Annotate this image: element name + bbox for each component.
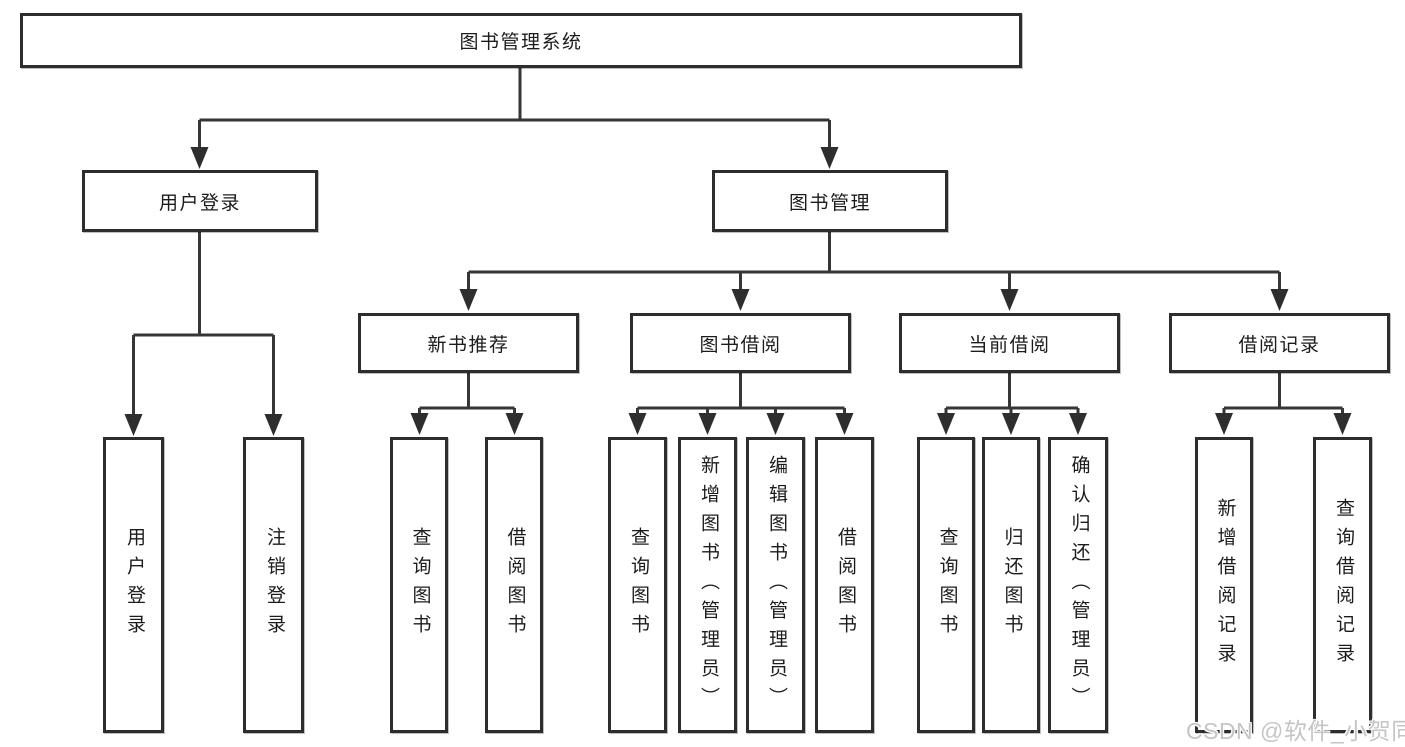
node-book-mgmt: 图书管理 bbox=[712, 170, 948, 232]
node-current-borrow: 当前借阅 bbox=[899, 313, 1120, 373]
node-cb-confirm-return-label: 确认归还（管理员） bbox=[1068, 454, 1090, 716]
node-br-add-record-label: 新增借阅记录 bbox=[1214, 498, 1236, 672]
node-cb-return-books-label: 归还图书 bbox=[1001, 527, 1023, 643]
connector-book-borrow bbox=[628, 373, 854, 435]
node-cb-query-books-label: 查询图书 bbox=[936, 527, 958, 643]
node-user-login: 用户登录 bbox=[82, 170, 318, 232]
node-login-label: 用户登录 bbox=[123, 527, 145, 643]
node-bb-edit-books-label: 编辑图书（管理员） bbox=[765, 454, 787, 716]
node-bb-add-books: 新增图书（管理员） bbox=[678, 437, 737, 733]
connector-book-mgmt bbox=[459, 232, 1289, 311]
connector-root bbox=[190, 68, 839, 169]
node-login: 用户登录 bbox=[103, 437, 164, 733]
node-book-borrow: 图书借阅 bbox=[630, 313, 851, 373]
node-logout-label: 注销登录 bbox=[263, 527, 285, 643]
connector-current-borrow bbox=[937, 373, 1087, 435]
node-nb-borrow-books: 借阅图书 bbox=[485, 437, 543, 733]
connector-borrow-records bbox=[1215, 373, 1352, 435]
node-br-query-record: 查询借阅记录 bbox=[1313, 437, 1372, 733]
node-nb-borrow-books-label: 借阅图书 bbox=[504, 527, 526, 643]
node-nb-query-books: 查询图书 bbox=[390, 437, 448, 733]
node-new-books: 新书推荐 bbox=[358, 313, 579, 373]
node-br-add-record: 新增借阅记录 bbox=[1195, 437, 1253, 733]
node-cb-return-books: 归还图书 bbox=[982, 437, 1040, 733]
node-cb-confirm-return: 确认归还（管理员） bbox=[1048, 437, 1108, 733]
node-br-query-record-label: 查询借阅记录 bbox=[1332, 498, 1354, 672]
connector-user-login bbox=[124, 232, 283, 436]
node-bb-add-books-label: 新增图书（管理员） bbox=[697, 454, 719, 716]
node-cb-query-books: 查询图书 bbox=[917, 437, 975, 733]
csdn-watermark: CSDN @软件_小贺同学 bbox=[1186, 718, 1405, 744]
node-logout: 注销登录 bbox=[243, 437, 304, 733]
node-bb-query-books-label: 查询图书 bbox=[627, 527, 649, 643]
node-bb-borrow-books: 借阅图书 bbox=[815, 437, 874, 733]
node-bb-edit-books: 编辑图书（管理员） bbox=[746, 437, 805, 733]
connector-new-books bbox=[410, 373, 524, 435]
node-borrow-records: 借阅记录 bbox=[1169, 313, 1390, 373]
node-bb-borrow-books-label: 借阅图书 bbox=[834, 527, 856, 643]
node-bb-query-books: 查询图书 bbox=[608, 437, 667, 733]
node-nb-query-books-label: 查询图书 bbox=[409, 527, 431, 643]
node-root: 图书管理系统 bbox=[20, 13, 1022, 68]
